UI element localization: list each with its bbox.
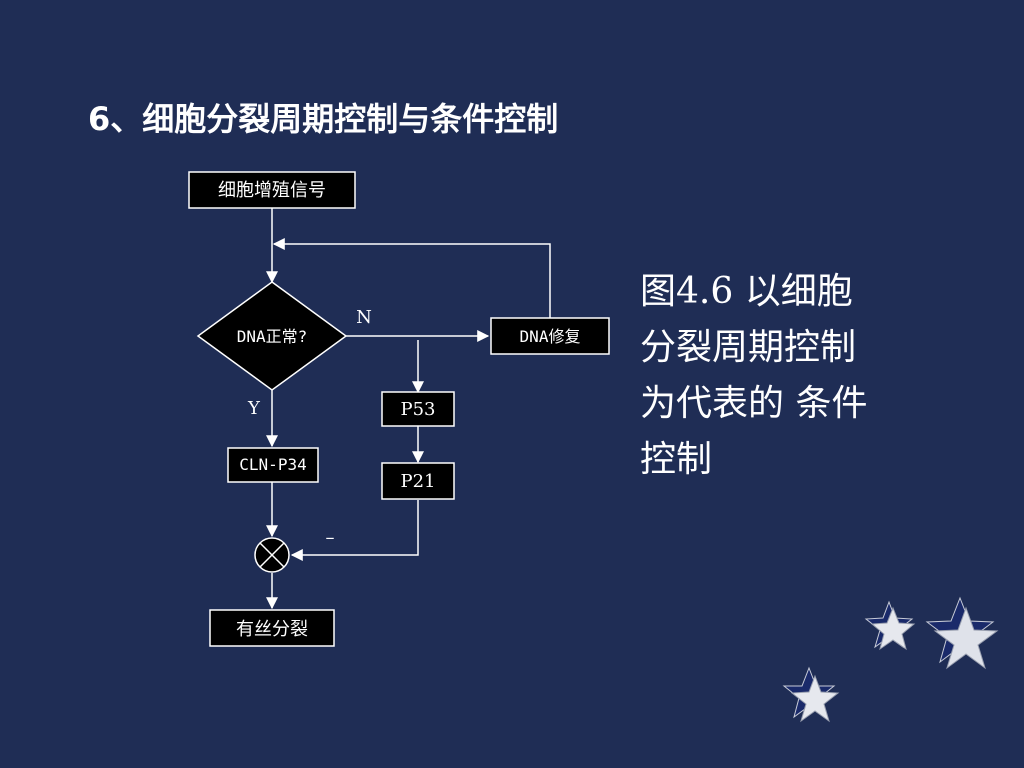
node-dna-repair: DNA修复 (490, 317, 610, 355)
junction-icon (254, 537, 290, 573)
caption-line: 控制 (640, 439, 713, 480)
node-dna-check-label: DNA正常? (237, 327, 308, 346)
star-icon (782, 666, 840, 723)
node-dna-repair-label: DNA修复 (520, 327, 581, 346)
edge-label-no: N (356, 307, 372, 328)
node-dna-check-decision: DNA正常? (196, 281, 348, 391)
node-mitosis: 有丝分裂 (209, 609, 335, 647)
caption-line: 分裂周期控制 (640, 327, 857, 368)
node-p21: P21 (381, 462, 455, 500)
edge-label-inhibit: – (326, 527, 335, 548)
star-icon (925, 596, 999, 670)
edge-label-yes: Y (247, 398, 261, 419)
node-cln-p34: CLN-P34 (227, 447, 319, 483)
node-mitosis-label: 有丝分裂 (236, 619, 308, 640)
slide-title: 6、细胞分裂周期控制与条件控制 (88, 100, 559, 138)
figure-caption: 图4.6 以细胞 分裂周期控制 为代表的 条件 控制 (640, 264, 900, 488)
node-cln-p34-label: CLN-P34 (239, 455, 306, 474)
node-proliferation-signal-label: 细胞增殖信号 (218, 179, 326, 201)
node-p53: P53 (381, 391, 455, 427)
caption-line: 图4.6 以细胞 (640, 271, 853, 312)
edge-repair-feedback (272, 238, 551, 318)
node-proliferation-signal: 细胞增殖信号 (188, 171, 356, 209)
edge-p21-inhibit (290, 500, 419, 561)
node-p21-label: P21 (400, 471, 435, 492)
caption-line: 为代表的 条件 (640, 383, 868, 424)
node-p53-label: P53 (400, 399, 435, 420)
star-icon (864, 600, 916, 651)
